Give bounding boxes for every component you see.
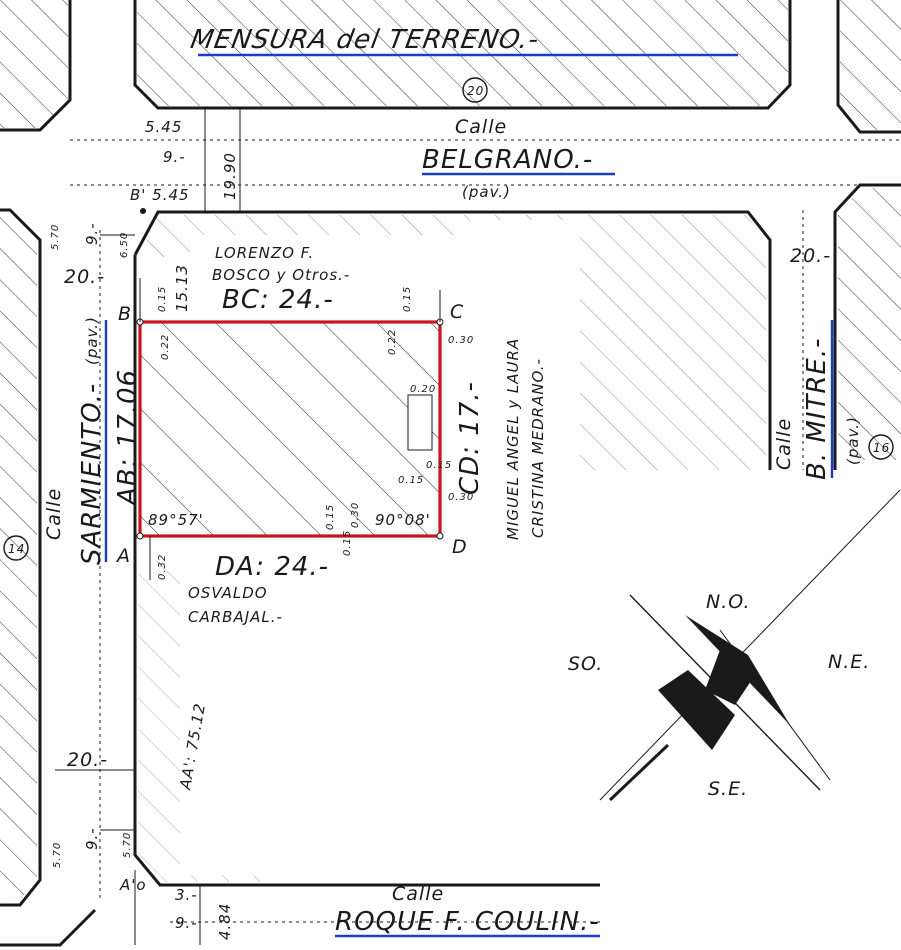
dim-9-left: 9.- [83,222,101,245]
dim-570-bl: 5.70 [52,842,63,868]
lot-outline [138,320,442,538]
hatch-right [838,188,901,460]
neighbor-south-line1: OSVALDO [188,584,268,602]
dim-015c: 0.15 [398,475,424,486]
dim-650: 6.50 [119,232,130,258]
street-sarmiento-prefix: Calle [43,488,65,540]
dim-1990: 19.90 [221,152,239,200]
dim-9-top: 9.- [163,148,186,166]
hatch-top-right [840,0,901,130]
dim-030a: 0.30 [448,335,474,346]
block-number-top: 20 [467,84,484,98]
angle-d: 90°08' [375,511,431,529]
dim-030c: 0.30 [350,502,361,528]
hatch-center-top [138,215,766,480]
dim-545-top: 5.45 [145,118,182,136]
lot-bc: BC: 24.- [222,285,334,315]
street-coulin-name: ROQUE F. COULIN.- [335,907,600,937]
block-center [133,210,772,480]
lot-hatch [140,322,440,536]
compass-ne: N.E. [828,651,870,673]
hatch-top-center [137,0,788,106]
hatch-top-left [0,0,68,128]
block-top-left [0,0,72,132]
hatch-left [0,213,37,902]
street-sarmiento-name: SARMIENTO.- [77,383,107,565]
compass-rose [599,489,901,802]
dim-030b: 0.30 [448,492,474,503]
dim-484: 4.84 [216,903,234,940]
street-sarmiento-pav: (pav.) [83,316,101,365]
street-mitre-name: B. MITRE.- [802,338,832,481]
lot-ab: AB: 17.06 [113,369,143,507]
point-b: B [118,303,132,325]
block-bottom-left [0,908,97,947]
neighbor-north-line2: BOSCO y Otros.- [212,266,350,284]
dim-570-left: 5.70 [50,224,61,250]
block-center-left-edge [133,255,600,887]
dim-570-bl2: 5.70 [122,832,133,858]
block-number-right: 16 [873,441,890,455]
dimension-lines [55,108,441,945]
lot-cd: CD: 17.- [455,381,485,495]
street-mitre-pav: (pav.) [844,416,862,465]
dim-015d: 0.15 [426,460,452,471]
neighbor-east-line1: MIGUEL ANGEL y LAURA [504,338,522,540]
dim-b-prime: B' 5.45 [130,186,190,204]
street-belgrano-pav: (pav.) [462,183,511,201]
dim-022: 0.22 [160,334,171,360]
compass-arrow-body [705,650,755,705]
width-mitre: 20.- [790,245,831,267]
compass-no: N.O. [706,591,750,613]
neighbor-south-line2: CARBAJAL.- [188,608,283,626]
dim-022b: 0.22 [387,329,398,355]
compass-se: S.E. [708,778,748,800]
compass-arrow-south [658,670,735,750]
block-number-left: 14 [8,542,25,556]
block-left [0,208,42,907]
block-top-center [133,0,792,110]
dim-3: 3.- [175,886,198,904]
neighbor-north-line1: LORENZO F. [215,244,314,262]
dim-1513: 15.13 [173,264,191,312]
plan-title: MENSURA del TERRENO.- [188,25,541,55]
lot-da: DA: 24.- [215,552,329,582]
dim-032: 0.32 [157,554,168,580]
point-d: D [452,536,468,558]
angle-a: 89°57' [148,511,204,529]
point-a-prime: A'o [119,876,147,894]
dim-015b: 0.15 [402,286,413,312]
dim-015e: 0.15 [325,504,336,530]
dim-9-bottom: 9.- [175,914,198,932]
width-sarmiento-bottom: 20.- [67,749,108,771]
street-mitre-prefix: Calle [773,418,795,470]
dim-015f: 0.15 [342,530,353,556]
point-c: C [450,301,464,323]
dim-020: 0.20 [410,384,436,395]
dim-015a: 0.15 [157,286,168,312]
neighbor-east-line2: CRISTINA MEDRANO.- [529,358,547,538]
block-top-right [836,0,901,134]
width-sarmiento-top: 20.- [64,266,105,288]
block-right [833,183,901,480]
street-belgrano-name: BELGRANO.- [422,145,593,175]
point-a: A [115,545,131,567]
dim-9-bl: 9.- [83,827,101,850]
lot-annex [407,394,433,451]
street-coulin-prefix: Calle [392,883,444,905]
compass-so: SO. [568,653,603,675]
street-belgrano-prefix: Calle [455,116,507,138]
street-sidewalks [70,139,901,923]
